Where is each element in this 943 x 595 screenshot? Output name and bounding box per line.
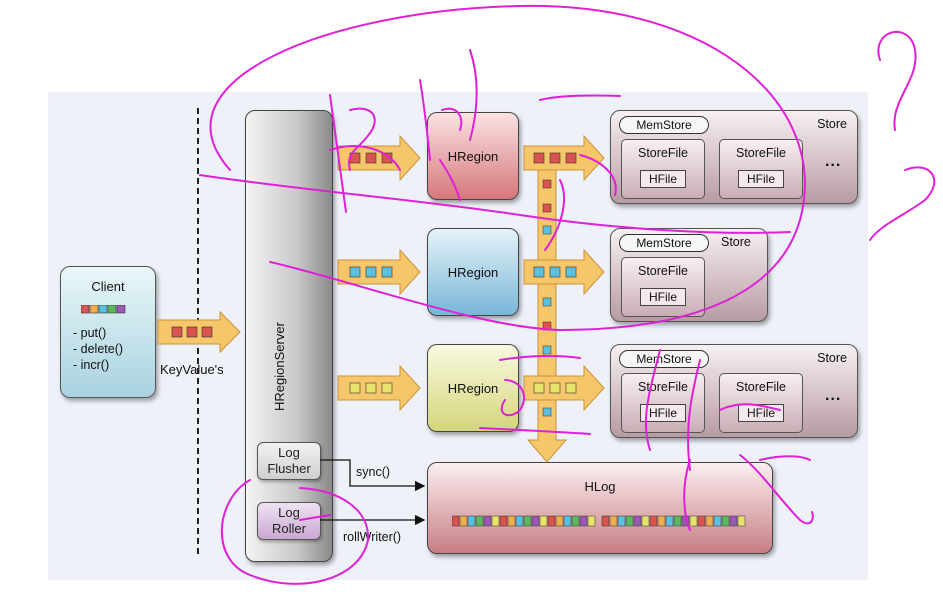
hfile-3a: HFile (640, 404, 686, 422)
storefile-1a-label: StoreFile (637, 146, 689, 160)
hlog-entry-cell (475, 515, 484, 527)
hlog-entry-cell (633, 515, 642, 527)
store-2-label: Store (721, 235, 751, 249)
hregionserver-box: HRegionServer (245, 110, 333, 562)
store-1-label: Store (817, 117, 847, 131)
storefile-1b: StoreFile HFile (719, 139, 803, 199)
hlog-entry-cell (625, 515, 634, 527)
storefile-2a-label: StoreFile (637, 264, 689, 278)
store-arrow-3 (523, 364, 605, 412)
hlog-entry-cell (705, 515, 714, 527)
sync-arrow (320, 459, 426, 492)
hlog-entry-cell (673, 515, 682, 527)
hregion-2-label: HRegion (447, 264, 499, 280)
store-3: MemStore Store StoreFile HFile StoreFile… (610, 344, 858, 438)
hfile-1b: HFile (738, 170, 784, 188)
storefile-3b-label: StoreFile (735, 380, 787, 394)
log-roller-line1: Log (278, 505, 300, 520)
store-arrow-1 (523, 134, 605, 182)
hlog-entry-cell (657, 515, 666, 527)
log-roller-line2: Roller (272, 521, 306, 536)
hregion-1-label: HRegion (447, 148, 499, 164)
handwritten-annotations (199, 4, 936, 585)
hlog-box: HLog (427, 462, 773, 554)
hlog-entry-cell (721, 515, 730, 527)
hlog-entry-cell (515, 515, 524, 527)
memstore-3: MemStore (619, 350, 709, 368)
memstore-2: MemStore (619, 234, 709, 252)
hlog-entry-cell (617, 515, 626, 527)
hlog-entry-cell (459, 515, 468, 527)
hlog-entry-cell (601, 515, 610, 527)
hlog-entry-cell (555, 515, 564, 527)
storefile-2a: StoreFile HFile (621, 257, 705, 317)
store-3-label: Store (817, 351, 847, 365)
hfile-2a: HFile (640, 288, 686, 306)
storefile-1b-label: StoreFile (735, 146, 787, 160)
storefile-1a: StoreFile HFile (621, 139, 705, 199)
op-put: - put() (73, 326, 107, 340)
client-title: Client (91, 279, 125, 294)
store-3-ellipsis: ... (825, 387, 842, 404)
storefile-3b: StoreFile HFile (719, 373, 803, 433)
hlog-entry-cell (737, 515, 746, 527)
hlog-entry-cell (697, 515, 706, 527)
store-1: MemStore Store StoreFile HFile StoreFile… (610, 110, 858, 204)
log-flusher-box: Log Flusher (257, 442, 321, 480)
hlog-entry-cell (547, 515, 556, 527)
region-arrow-3 (337, 364, 421, 412)
hlog-entry-cell (563, 515, 572, 527)
hlog-entry-cell (491, 515, 500, 527)
client-box: Client - put() - delete() - incr() (60, 266, 156, 398)
hlog-entry-cell (729, 515, 738, 527)
hlog-entry-cell (483, 515, 492, 527)
log-roller-box: Log Roller (257, 502, 321, 540)
hlog-entry-cell (523, 515, 532, 527)
sync-label: sync() (356, 465, 391, 479)
hlog-entry-cell (467, 515, 476, 527)
hfile-1a: HFile (640, 170, 686, 188)
region-arrow-2 (337, 248, 421, 296)
hlog-label: HLog (584, 479, 616, 494)
hlog-entry-cell (609, 515, 618, 527)
hlog-entry-cell (507, 515, 516, 527)
hlog-channel-arrow (526, 149, 568, 463)
hlog-entries-strip (452, 515, 746, 527)
hlog-entry-cell (649, 515, 658, 527)
rollwriter-label: rollWriter() (343, 530, 402, 544)
log-flusher-line2: Flusher (267, 461, 311, 476)
hlog-entry-cell (499, 515, 508, 527)
op-incr: - incr() (73, 358, 110, 372)
hlog-entry-cell (579, 515, 588, 527)
hlog-entry-cell (641, 515, 650, 527)
op-delete: - delete() (73, 342, 124, 356)
store-arrow-2 (523, 248, 605, 296)
store-1-ellipsis: ... (825, 153, 842, 170)
hlog-entry-cell (713, 515, 722, 527)
hlog-entry-cell (452, 515, 460, 527)
store-2: MemStore Store StoreFile HFile (610, 228, 768, 322)
hlog-entry-cell (571, 515, 580, 527)
hlog-entry-cell (689, 515, 698, 527)
hlog-entry-cell (531, 515, 540, 527)
hlog-entry-cell (539, 515, 548, 527)
client-operations: - put() - delete() - incr() (73, 325, 123, 373)
hlog-entry-cell (665, 515, 674, 527)
keyvalue-arrow-client (157, 310, 241, 354)
log-flusher-line1: Log (278, 445, 300, 460)
memstore-1: MemStore (619, 116, 709, 134)
hlog-entry-cell (587, 515, 596, 527)
hregion-2: HRegion (427, 228, 519, 316)
hregion-3-label: HRegion (447, 380, 499, 396)
client-keyvalue-icon (81, 305, 126, 314)
keyvalues-label: KeyValue's (160, 362, 224, 377)
